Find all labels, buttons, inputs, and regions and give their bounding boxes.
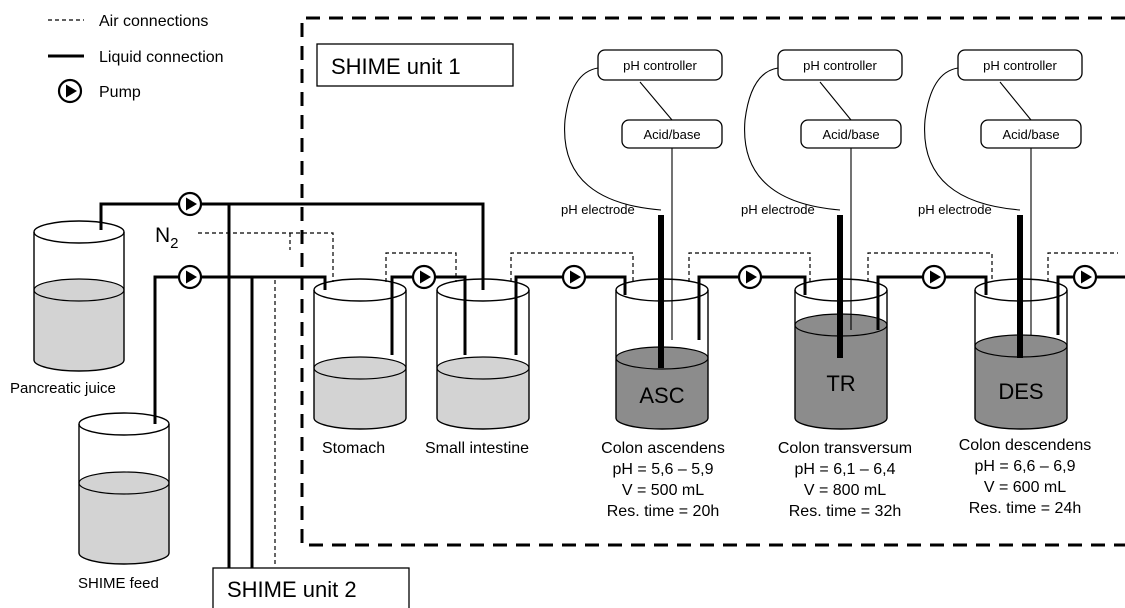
- ph-control-des: pH controller Acid/base pH electrode: [918, 49, 1083, 358]
- unit2-label: SHIME unit 2: [227, 577, 357, 602]
- ph-control-asc: pH controller Acid/base pH electrode: [561, 49, 723, 368]
- pump-icon: [177, 264, 203, 290]
- ph-electrode-label: pH electrode: [561, 202, 635, 217]
- ph-controller-box: [957, 49, 1083, 81]
- colon-volume: V = 600 mL: [984, 479, 1066, 496]
- colon-ph: pH = 6,6 – 6,9: [975, 458, 1076, 475]
- ph-control-tr: pH controller Acid/base pH electrode: [741, 49, 903, 358]
- pump-icon: [57, 78, 83, 104]
- ph-controller-box: [597, 49, 723, 81]
- shime-feed-label: SHIME feed: [78, 575, 159, 592]
- air-connections: [198, 232, 1118, 565]
- ph-controller-label: pH controller: [803, 58, 877, 73]
- unit1-label-box: [316, 43, 514, 87]
- colon-res-time: Res. time = 20h: [607, 503, 720, 520]
- legend: Air connections Liquid connection Pump: [48, 13, 224, 104]
- ph-electrode-label: pH electrode: [741, 202, 815, 217]
- colon-descendens-vessel: [974, 278, 1068, 430]
- n2-label: N2: [155, 224, 179, 252]
- legend-air-label: Air connections: [99, 13, 208, 30]
- colon-ascendens-info: Colon ascendens pH = 5,6 – 5,9 V = 500 m…: [601, 440, 725, 520]
- ph-controller-box: [777, 49, 903, 81]
- ph-controller-label: pH controller: [983, 58, 1057, 73]
- colon-abbr-tr: TR: [826, 371, 855, 396]
- shime-feed-vessel: [78, 412, 170, 565]
- legend-pump-label: Pump: [99, 84, 141, 101]
- colon-volume: V = 500 mL: [622, 482, 704, 499]
- colon-ph: pH = 5,6 – 5,9: [613, 461, 714, 478]
- unit1-boundary: [300, 16, 1125, 547]
- pancreatic-juice-vessel: [33, 220, 125, 372]
- pancreatic-juice-label: Pancreatic juice: [10, 380, 116, 397]
- pump-icon: [921, 264, 947, 290]
- colon-volume: V = 800 mL: [804, 482, 886, 499]
- acid-base-label: Acid/base: [643, 127, 700, 142]
- colon-ascendens-vessel: [615, 278, 709, 430]
- colon-name: Colon descendens: [959, 437, 1092, 454]
- colon-ph: pH = 6,1 – 6,4: [795, 461, 896, 478]
- colon-res-time: Res. time = 24h: [969, 500, 1082, 517]
- pump-icon: [737, 264, 763, 290]
- acid-base-box: [800, 119, 902, 149]
- acid-base-box: [980, 119, 1082, 149]
- pump-icon: [411, 264, 437, 290]
- unit2-label-box: [212, 567, 410, 608]
- acid-base-box: [621, 119, 723, 149]
- colon-abbr-asc: ASC: [639, 383, 684, 408]
- acid-base-label: Acid/base: [822, 127, 879, 142]
- pump-icon: [177, 191, 203, 217]
- unit1-label: SHIME unit 1: [331, 54, 461, 79]
- small-intestine-label: Small intestine: [425, 440, 529, 457]
- stomach-vessel: [313, 278, 407, 430]
- stomach-label: Stomach: [322, 440, 385, 457]
- colon-name: Colon ascendens: [601, 440, 725, 457]
- pump-icon: [1072, 264, 1098, 290]
- colon-name: Colon transversum: [778, 440, 912, 457]
- legend-liquid-label: Liquid connection: [99, 49, 224, 66]
- colon-abbr-des: DES: [998, 379, 1043, 404]
- pump-icon: [561, 264, 587, 290]
- colon-res-time: Res. time = 32h: [789, 503, 902, 520]
- colon-transversum-info: Colon transversum pH = 6,1 – 6,4 V = 800…: [778, 440, 912, 520]
- ph-controller-label: pH controller: [623, 58, 697, 73]
- colon-descendens-info: Colon descendens pH = 6,6 – 6,9 V = 600 …: [959, 437, 1092, 517]
- ph-electrode-label: pH electrode: [918, 202, 992, 217]
- acid-base-label: Acid/base: [1002, 127, 1059, 142]
